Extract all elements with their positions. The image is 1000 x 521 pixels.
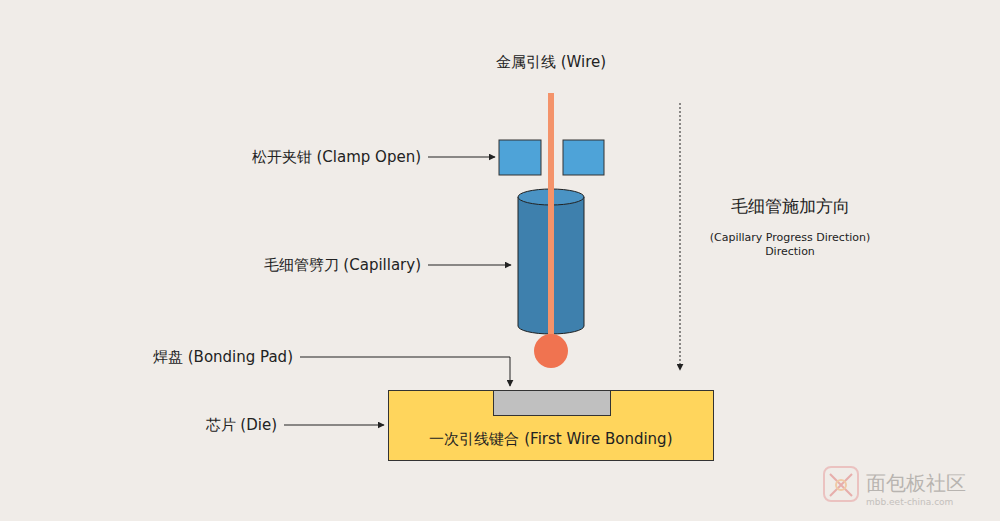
part-label: 金属引线 (Wire) — [496, 53, 606, 72]
watermark-logo — [824, 467, 858, 501]
chip-box: 一次引线键合 (First Wire Bonding) — [388, 390, 714, 461]
capillary-edge — [518, 197, 519, 326]
part-label: 焊盘 (Bonding Pad) — [153, 348, 293, 367]
watermark: mbb.eet-china.com — [866, 497, 953, 508]
leader-arrow — [300, 357, 510, 386]
leader-arrow — [428, 265, 511, 266]
bonding-pad — [494, 391, 611, 416]
leader-arrow — [284, 425, 384, 426]
clamp-jaw — [563, 140, 604, 175]
watermark: 面包板社区 — [866, 471, 966, 496]
metal-wire — [548, 93, 554, 345]
wire-ball — [534, 334, 568, 368]
part-label: 芯片 (Die) — [206, 416, 277, 435]
node-text: 一次引线键合 (First Wire Bonding) — [429, 430, 672, 449]
direction-arrow — [680, 103, 681, 370]
part-label: 松开夹钳 (Clamp Open) — [252, 148, 421, 167]
direction-note: (Capillary Progress Direction) Direction — [700, 231, 880, 259]
capillary-edge — [584, 197, 585, 326]
part-label: 毛细管劈刀 (Capillary) — [264, 256, 421, 275]
clamp-jaw — [499, 140, 541, 175]
leader-arrow — [428, 157, 495, 158]
direction-label: 毛细管施加方向 — [731, 196, 850, 217]
bonding-pad — [493, 390, 611, 416]
